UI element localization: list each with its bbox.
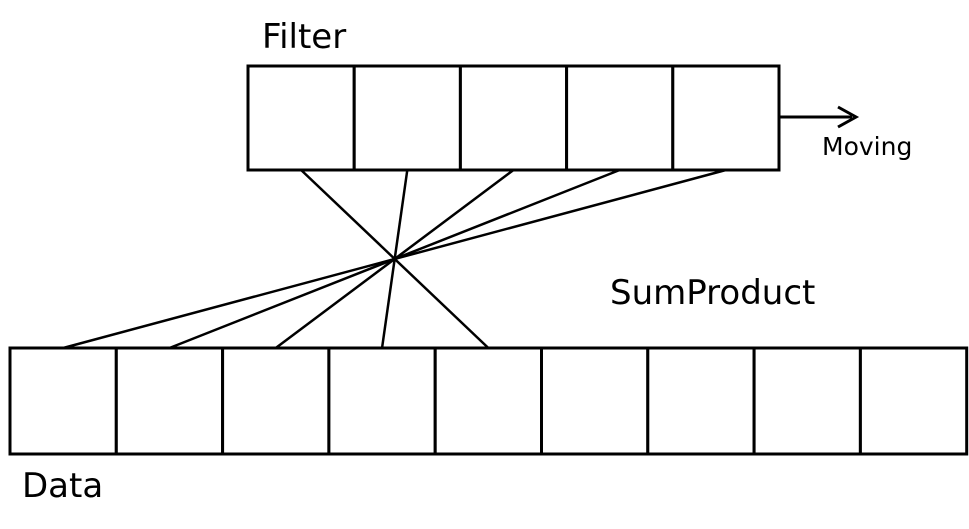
moving-arrow-icon [779, 105, 860, 129]
filter-cell [458, 64, 569, 172]
data-cell [646, 346, 756, 456]
data-cell [8, 346, 118, 456]
data-cell [327, 346, 437, 456]
data-cell [221, 346, 331, 456]
data-label: Data [22, 466, 103, 506]
data-cell [752, 346, 862, 456]
connection-line [62, 168, 727, 350]
filter-cell [671, 64, 781, 172]
sumproduct-label: SumProduct [610, 273, 815, 313]
data-cell [114, 346, 225, 456]
data-cell [540, 346, 650, 456]
moving-label: Moving [822, 132, 912, 161]
filter-cell [352, 64, 462, 172]
filter-cell [565, 64, 675, 172]
filter-row [246, 64, 781, 172]
data-cell [858, 346, 969, 456]
filter-label: Filter [262, 17, 346, 57]
filter-data-connections [62, 168, 727, 350]
filter-cell [246, 64, 356, 172]
data-row [8, 346, 969, 456]
data-cell [433, 346, 544, 456]
